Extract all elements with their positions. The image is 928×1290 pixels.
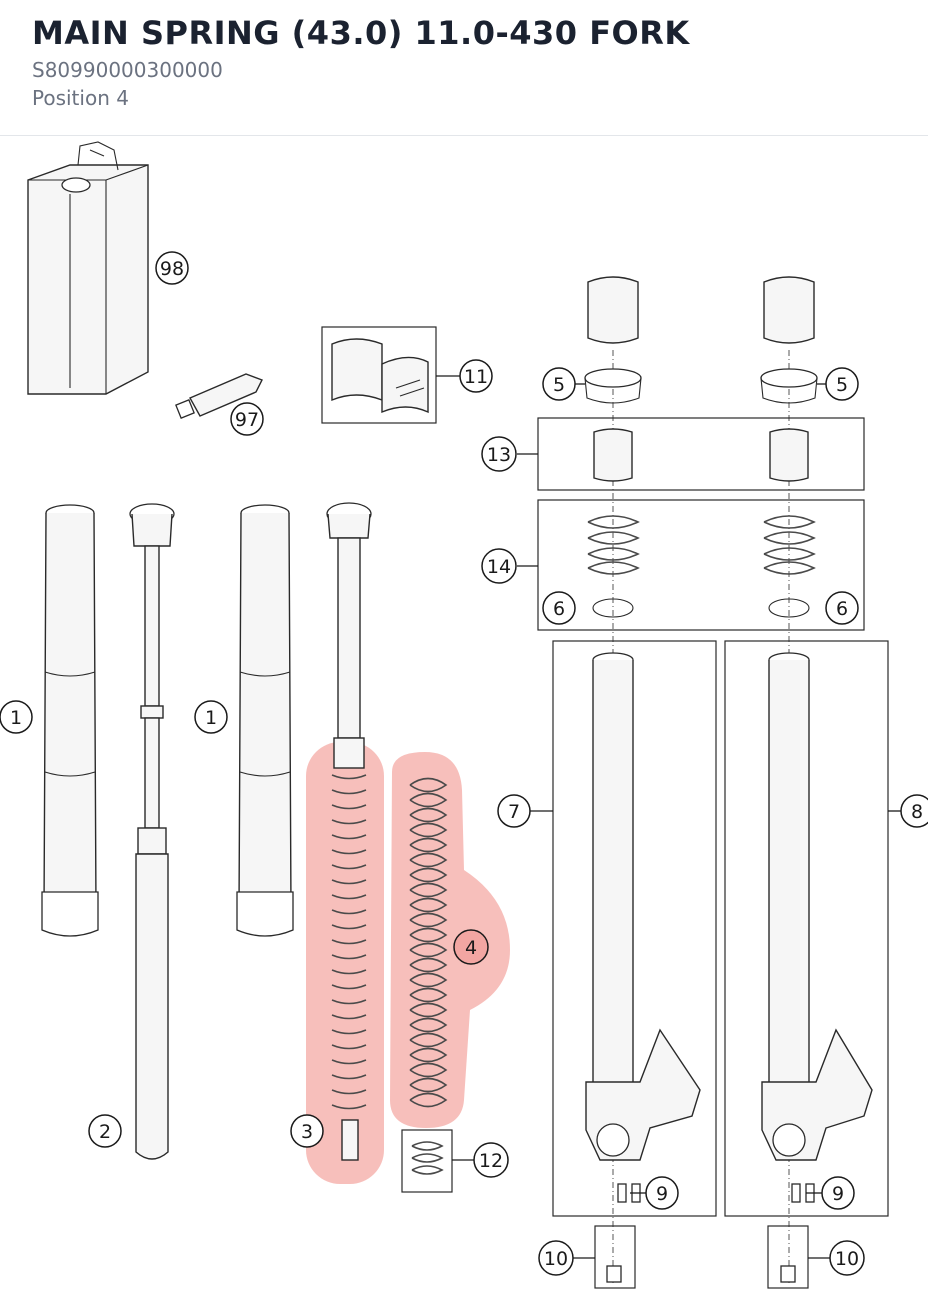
page-title: MAIN SPRING (43.0) 11.0-430 FORK bbox=[32, 14, 690, 52]
clamp-shells-part bbox=[321, 326, 437, 424]
outer-tube-left bbox=[41, 504, 99, 937]
callout-5-left[interactable]: 5 bbox=[542, 367, 576, 401]
callout-5-right[interactable]: 5 bbox=[825, 367, 859, 401]
svg-text:4: 4 bbox=[465, 937, 477, 959]
svg-text:9: 9 bbox=[656, 1183, 668, 1205]
svg-text:2: 2 bbox=[99, 1121, 111, 1143]
svg-text:8: 8 bbox=[911, 801, 923, 823]
callout-1-left[interactable]: 1 bbox=[0, 700, 33, 734]
svg-text:6: 6 bbox=[553, 598, 565, 620]
callout-9-left[interactable]: 9 bbox=[645, 1176, 679, 1210]
main-spring-part bbox=[409, 777, 448, 1108]
svg-text:14: 14 bbox=[487, 556, 511, 578]
svg-text:12: 12 bbox=[479, 1150, 503, 1172]
callout-10-right[interactable]: 10 bbox=[829, 1240, 865, 1276]
leader-lines bbox=[436, 375, 902, 1259]
small-spring-part bbox=[401, 1129, 453, 1193]
callout-14[interactable]: 14 bbox=[481, 548, 517, 584]
callout-4-highlighted[interactable]: 4 bbox=[453, 929, 489, 965]
callout-6-right[interactable]: 6 bbox=[825, 591, 859, 625]
damper-part bbox=[326, 502, 372, 1161]
cartridge-part bbox=[129, 503, 175, 1160]
callout-13[interactable]: 13 bbox=[481, 436, 517, 472]
callout-12[interactable]: 12 bbox=[473, 1142, 509, 1178]
svg-text:5: 5 bbox=[836, 374, 848, 396]
highlight-area bbox=[306, 742, 510, 1184]
position-label: Position 4 bbox=[32, 86, 129, 110]
svg-text:9: 9 bbox=[832, 1183, 844, 1205]
callout-1-right[interactable]: 1 bbox=[194, 700, 228, 734]
grease-tube-part bbox=[175, 373, 263, 419]
callout-11[interactable]: 11 bbox=[459, 359, 493, 393]
callout-9-right[interactable]: 9 bbox=[821, 1176, 855, 1210]
svg-text:97: 97 bbox=[235, 409, 259, 431]
callout-2[interactable]: 2 bbox=[88, 1114, 122, 1148]
outer-tube-right bbox=[236, 504, 294, 937]
oil-can-part bbox=[27, 141, 149, 395]
svg-text:5: 5 bbox=[553, 374, 565, 396]
callout-97[interactable]: 97 bbox=[230, 402, 264, 436]
exploded-parts-diagram: 98 97 11 5 5 13 14 6 6 1 1 7 8 4 2 3 12 bbox=[0, 141, 928, 1289]
right-assembly bbox=[537, 276, 889, 1289]
callout-10-left[interactable]: 10 bbox=[538, 1240, 574, 1276]
svg-text:13: 13 bbox=[487, 444, 511, 466]
callout-7[interactable]: 7 bbox=[497, 794, 531, 828]
callout-8[interactable]: 8 bbox=[900, 794, 928, 828]
callout-98[interactable]: 98 bbox=[155, 251, 189, 285]
svg-text:1: 1 bbox=[205, 707, 217, 729]
svg-text:11: 11 bbox=[464, 366, 488, 388]
svg-text:10: 10 bbox=[835, 1248, 859, 1270]
svg-text:1: 1 bbox=[10, 707, 22, 729]
svg-text:10: 10 bbox=[544, 1248, 568, 1270]
callout-3[interactable]: 3 bbox=[290, 1114, 324, 1148]
svg-text:7: 7 bbox=[508, 801, 520, 823]
callout-6-left[interactable]: 6 bbox=[542, 591, 576, 625]
svg-text:3: 3 bbox=[301, 1121, 313, 1143]
svg-text:98: 98 bbox=[160, 258, 184, 280]
page-header: MAIN SPRING (43.0) 11.0-430 FORK S809900… bbox=[0, 0, 928, 136]
part-number: S80990000300000 bbox=[32, 58, 223, 82]
svg-text:6: 6 bbox=[836, 598, 848, 620]
